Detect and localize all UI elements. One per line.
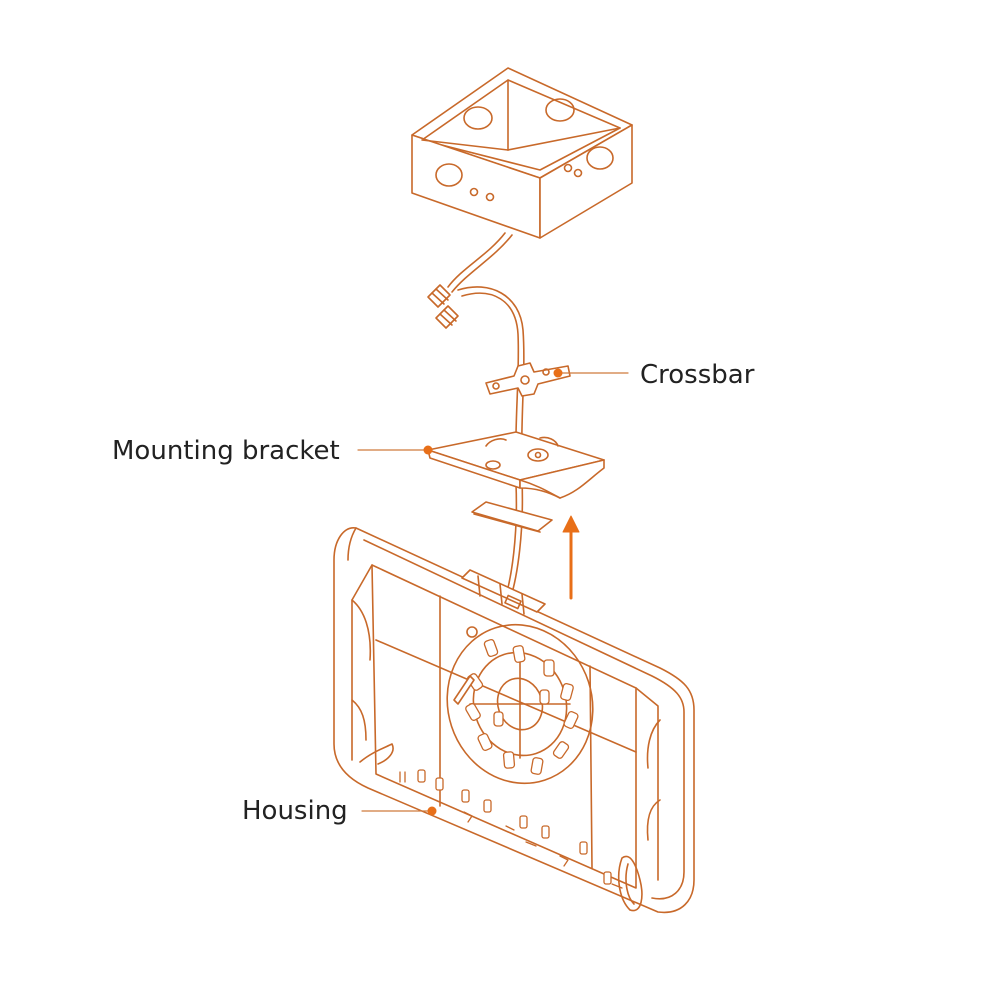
junction-box (411, 67, 633, 239)
housing-part (333, 527, 695, 914)
mounting-bracket-part (427, 431, 605, 499)
wire-nut-connectors (427, 284, 459, 329)
crossbar-part (485, 362, 571, 397)
housing-callout-dot (427, 806, 437, 816)
leader-lines (357, 372, 629, 812)
leader-dots (423, 368, 563, 816)
crossbar-callout-dot (553, 368, 563, 378)
arrow-up-icon (562, 515, 580, 600)
supply-wires (447, 232, 525, 603)
mounting-bracket-label: Mounting bracket (112, 436, 340, 466)
bracket-callout-dot (423, 445, 433, 455)
housing-label: Housing (242, 796, 348, 826)
cover-plate-part (471, 501, 553, 533)
crossbar-label: Crossbar (640, 360, 755, 390)
